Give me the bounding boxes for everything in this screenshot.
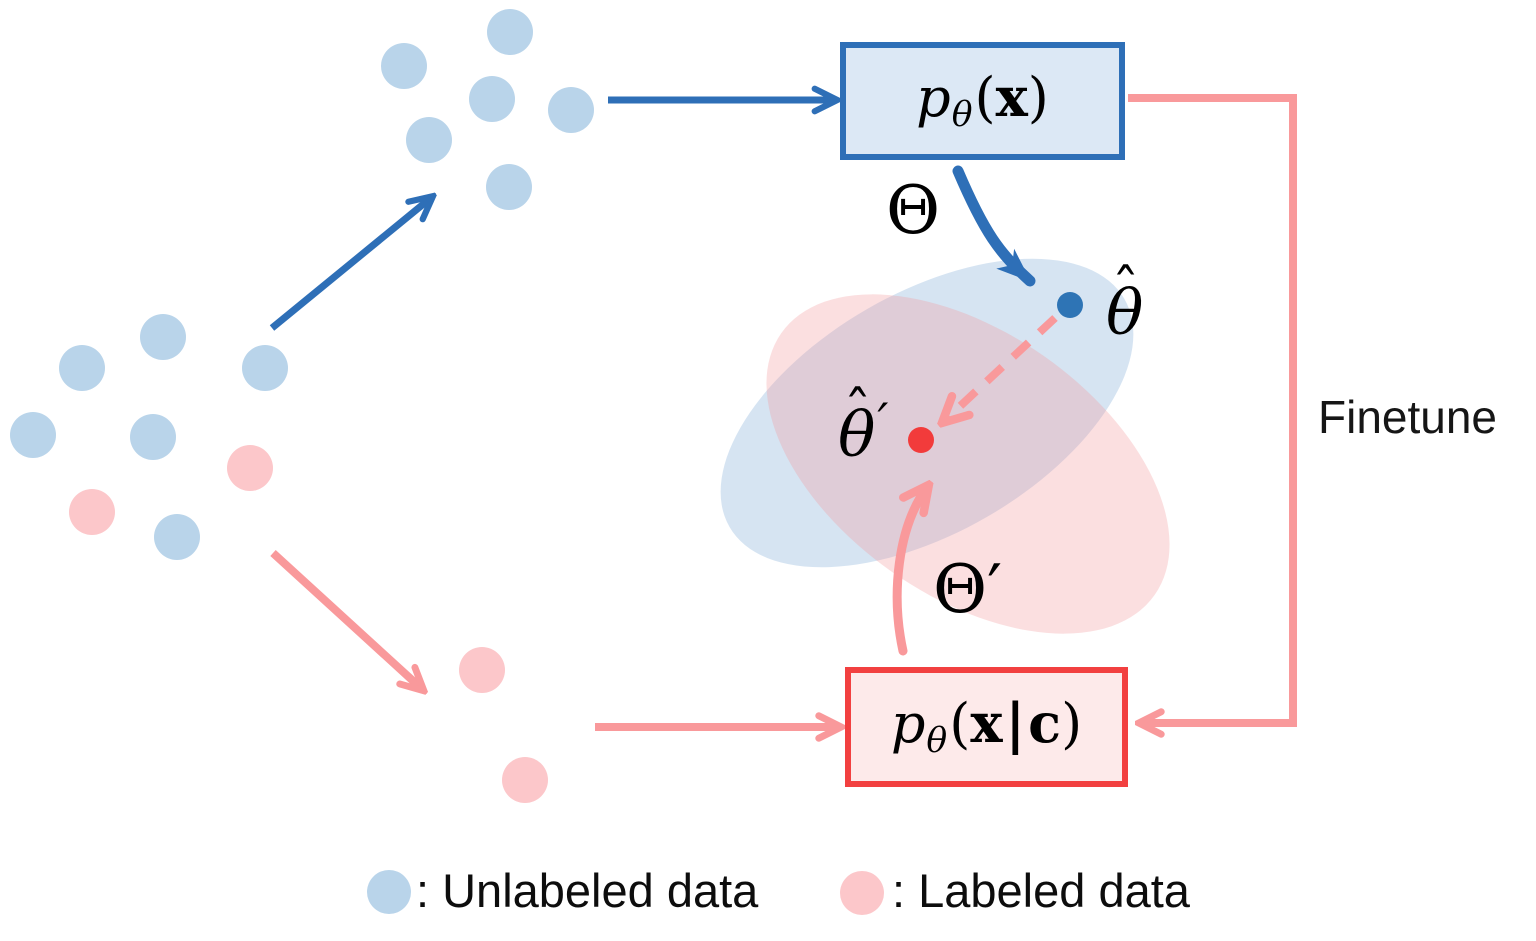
hat-accent: ˆ — [1111, 258, 1140, 324]
formula-close-paren: ) — [1061, 691, 1083, 755]
prime-mark: ′ — [877, 394, 889, 450]
labeled-dot — [502, 757, 548, 803]
pretrain-model-box: pθ(x) — [840, 42, 1125, 160]
bottom-labeled-dots — [459, 647, 548, 803]
theta-hat-prime-point — [908, 427, 934, 453]
theta-base: θ — [838, 398, 876, 472]
formula-p-x-given-c: pθ(x|c) — [891, 696, 1082, 758]
labeled-dot — [227, 445, 273, 491]
unlabeled-dot — [59, 345, 105, 391]
arrow-theta-prime-estimate — [892, 486, 928, 656]
arrow-cluster-to-unlabeled — [269, 197, 432, 331]
arrow-cluster-to-labeled — [270, 550, 423, 690]
formula-p-x: pθ(x) — [916, 70, 1049, 132]
labeled-dot — [69, 489, 115, 535]
top-cluster-unlabeled-dots — [381, 9, 594, 210]
theta-hat-point — [1057, 292, 1083, 318]
labeled-distribution-ellipse — [766, 294, 1170, 634]
unlabeled-dot — [469, 76, 515, 122]
legend-labeled-label: : Labeled data — [892, 864, 1190, 917]
unlabeled-dot — [381, 43, 427, 89]
finetune-model-box: pθ(x|c) — [845, 667, 1128, 787]
unlabeled-dot — [486, 164, 532, 210]
unlabeled-dot — [154, 514, 200, 560]
finetune-connector-arrow — [1128, 94, 1297, 723]
labeled-dot — [459, 647, 505, 693]
left-cluster-unlabeled-dots — [10, 314, 288, 560]
theta-base: θ — [1106, 276, 1144, 349]
formula-theta-sub: θ — [951, 94, 973, 135]
left-cluster-labeled-dots — [69, 445, 273, 535]
theta-space-prime-label: Θ′ — [933, 551, 1003, 628]
unlabeled-dot — [10, 412, 56, 458]
hat-accent: ˆ — [843, 380, 872, 446]
formula-theta-sub: θ — [926, 720, 948, 761]
unlabeled-dot — [487, 9, 533, 55]
unlabeled-dot — [140, 314, 186, 360]
unlabeled-dot — [242, 345, 288, 391]
unlabeled-dot — [548, 87, 594, 133]
unlabeled-dot — [130, 414, 176, 460]
arrow-theta-estimate — [952, 165, 1036, 287]
unlabeled-dot — [406, 117, 452, 163]
formula-x: x — [995, 64, 1028, 129]
formula-p: p — [916, 65, 951, 129]
formula-close-paren: ) — [1027, 65, 1049, 129]
arrow-finetune-shift-dashed — [943, 315, 1058, 422]
formula-bar: | — [1005, 690, 1026, 755]
formula-open-paren: ( — [974, 65, 996, 129]
formula-open-paren: ( — [949, 691, 971, 755]
unlabeled-distribution-ellipse — [720, 258, 1134, 568]
theta-space-label: Θ — [886, 172, 941, 249]
formula-p: p — [890, 691, 926, 755]
legend-unlabeled-label: : Unlabeled data — [416, 864, 759, 917]
finetune-label: Finetune — [1318, 391, 1498, 443]
formula-c: c — [1028, 690, 1062, 755]
legend-unlabeled-dot — [367, 870, 411, 914]
formula-x: x — [970, 690, 1003, 755]
legend-labeled-dot — [840, 871, 884, 915]
